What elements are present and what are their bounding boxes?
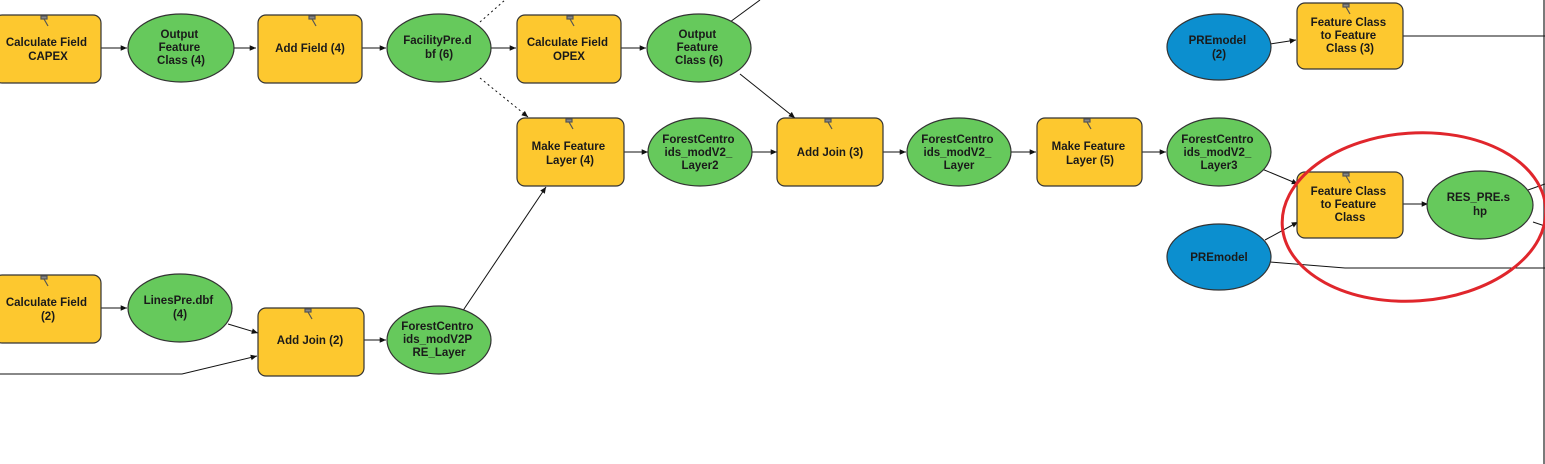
data-label: Output Feature Class (4)	[157, 29, 205, 67]
data-label: ForestCentro ids_modV2_ Layer2	[662, 134, 737, 172]
data-label: Output Feature Class (6)	[675, 29, 723, 67]
data-label: ForestCentro ids_modV2_ Layer3	[1181, 134, 1256, 172]
hammer-icon	[308, 15, 317, 27]
process-calculate-field-opex[interactable]: Calculate Field OPEX	[516, 14, 622, 84]
hammer-icon	[1083, 118, 1092, 130]
connectors	[0, 0, 1545, 375]
input-label: PREmodel (2)	[1189, 35, 1250, 61]
highlight-circle	[1280, 131, 1545, 303]
hammer-icon	[304, 308, 313, 320]
process-calculate-field-capex[interactable]: Calculate Field CAPEX	[0, 14, 102, 84]
connector-left-input-to-add-join2	[0, 354, 258, 375]
connector-output-fc6-to-add-join3	[739, 73, 796, 119]
data-label: ForestCentro ids_modV2_ Layer	[921, 134, 996, 172]
process-label: Calculate Field OPEX	[527, 37, 611, 63]
process-label: Calculate Field CAPEX	[6, 37, 90, 63]
process-add-field-4[interactable]: Add Field (4)	[257, 14, 363, 84]
process-label: Make Feature Layer (4)	[532, 141, 609, 167]
process-label: Make Feature Layer (5)	[1052, 141, 1129, 167]
hammer-icon	[1342, 172, 1351, 184]
data-label: RES_PRE.s hp	[1447, 192, 1513, 218]
hammer-icon	[565, 118, 574, 130]
hammer-icon	[1342, 3, 1351, 15]
process-label: Add Field (4)	[275, 43, 345, 55]
input-label: PREmodel	[1190, 252, 1248, 264]
data-res-pre-shp[interactable]: RES_PRE.s hp	[1426, 170, 1534, 240]
process-add-join-3[interactable]: Add Join (3)	[776, 117, 884, 187]
data-linespre-dbf-4[interactable]: LinesPre.dbf (4)	[127, 273, 233, 343]
data-forestcentroids-pre-layer[interactable]: ForestCentro ids_modV2P RE_Layer	[386, 305, 492, 375]
process-add-join-2[interactable]: Add Join (2)	[257, 307, 365, 377]
process-calculate-field-2[interactable]: Calculate Field (2)	[0, 274, 102, 344]
connector-dotted-facilitypre-to-make-fl4	[479, 77, 529, 118]
data-facilitypre-dbf-6[interactable]: FacilityPre.d bf (6)	[386, 13, 492, 83]
data-label: ForestCentro ids_modV2P RE_Layer	[401, 321, 476, 359]
connector-output-fc6-up	[729, 0, 761, 23]
hammer-icon	[40, 15, 49, 27]
connector-premodel2-to-fc2fc3	[1269, 38, 1297, 45]
connector-pre-layer-to-make-fl4	[461, 186, 547, 313]
data-forestcentroids-layer[interactable]: ForestCentro ids_modV2_ Layer	[906, 117, 1012, 187]
data-output-feature-class-6[interactable]: Output Feature Class (6)	[646, 13, 752, 83]
input-premodel-2[interactable]: PREmodel (2)	[1166, 13, 1272, 81]
process-label: Calculate Field (2)	[6, 297, 90, 323]
data-label: LinesPre.dbf (4)	[144, 295, 217, 321]
process-label: Feature Class to Feature Class (3)	[1311, 17, 1390, 55]
hammer-icon	[566, 15, 575, 27]
connector-res-pre-out-upper	[1527, 183, 1545, 191]
process-label: Add Join (3)	[797, 147, 864, 159]
data-forestcentroids-layer3[interactable]: ForestCentro ids_modV2_ Layer3	[1166, 117, 1272, 187]
hammer-icon	[824, 118, 833, 130]
data-label: FacilityPre.d bf (6)	[403, 35, 475, 61]
process-make-feature-layer-5[interactable]: Make Feature Layer (5)	[1036, 117, 1143, 187]
connector-premodel-out	[1269, 261, 1545, 269]
process-feature-class-to-feature-class-3[interactable]: Feature Class to Feature Class (3)	[1296, 2, 1404, 70]
hammer-icon	[40, 275, 49, 287]
process-feature-class-to-feature-class[interactable]: Feature Class to Feature Class	[1296, 171, 1404, 239]
data-forestcentroids-layer2[interactable]: ForestCentro ids_modV2_ Layer2	[647, 117, 753, 187]
data-output-feature-class-4[interactable]: Output Feature Class (4)	[127, 13, 235, 83]
connector-linespre-to-add-join2	[227, 323, 259, 334]
process-make-feature-layer-4[interactable]: Make Feature Layer (4)	[516, 117, 625, 187]
process-label: Add Join (2)	[277, 335, 344, 347]
connector-dotted-up	[479, 0, 506, 23]
process-label: Feature Class to Feature Class	[1311, 186, 1390, 224]
connector-layer3-to-fc2fc	[1261, 168, 1299, 185]
input-premodel[interactable]: PREmodel	[1166, 223, 1272, 291]
